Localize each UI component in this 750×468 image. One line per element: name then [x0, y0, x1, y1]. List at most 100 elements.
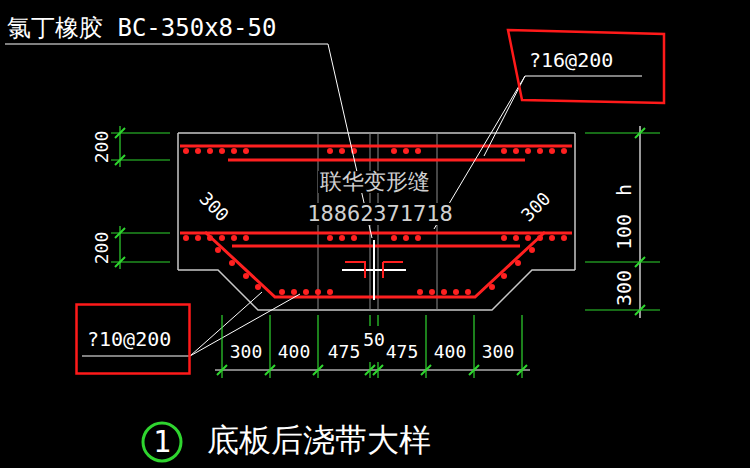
dimension-text: 200	[93, 129, 111, 166]
rebar-dot	[279, 289, 285, 295]
rebar-spec: ?16@200	[529, 50, 613, 70]
outline-shape	[508, 30, 664, 103]
dimension-tick	[217, 365, 527, 375]
rebar-dot	[327, 235, 333, 241]
rebar-line	[180, 145, 572, 148]
dimension-tick	[115, 128, 125, 267]
rebar-callout-box: ?10@200	[75, 303, 191, 375]
rebar-dot	[219, 148, 225, 154]
dimension-text: 300	[195, 188, 234, 227]
rebar-dot	[183, 235, 189, 241]
rebar-dot	[195, 148, 201, 154]
rebar-dot	[339, 235, 345, 241]
slab-outline	[178, 133, 575, 310]
rebar-dot	[489, 284, 495, 290]
rebar-dot	[513, 235, 519, 241]
dimension-text: 300	[517, 188, 556, 227]
rebar-dot	[561, 148, 567, 154]
outline-shape	[77, 305, 190, 374]
rebar-dot	[207, 148, 213, 154]
rebar-dot	[351, 235, 357, 241]
rebar-dot	[537, 148, 543, 154]
rebar-dot	[453, 289, 459, 295]
rebar-dot	[327, 148, 333, 154]
rebar-dot	[391, 148, 397, 154]
rebar-dot	[417, 289, 423, 295]
dimension-text: 300	[228, 343, 265, 361]
rebar-dot	[465, 289, 471, 295]
rebar-dot	[525, 148, 531, 154]
rebar-dot	[525, 235, 531, 241]
rebar-dot	[415, 148, 421, 154]
material-note: 氯丁橡胶 BC-350x8-50	[5, 16, 278, 40]
rebar-dot	[219, 235, 225, 241]
rebar-dot	[315, 289, 321, 295]
dimension-text: h	[614, 182, 634, 198]
rebar-dot	[229, 260, 235, 266]
dimension-text: 300	[480, 343, 517, 361]
dimension-text: 200	[93, 230, 111, 267]
rebar-dot	[549, 235, 555, 241]
dimension-lines	[110, 126, 660, 378]
dimension-text: 400	[276, 343, 313, 361]
outline-shape	[143, 423, 181, 461]
rebar-dot	[255, 284, 261, 290]
dimension-text: 100	[614, 212, 634, 252]
dimension-text: 475	[384, 343, 421, 361]
watermark: 18862371718	[305, 203, 455, 225]
rebar-line	[232, 245, 520, 248]
rebar-dot	[231, 235, 237, 241]
dimension-line	[215, 369, 530, 370]
rebar-callout-box: ?16@200	[505, 28, 667, 106]
rebar-dot	[243, 148, 249, 154]
rebar-spec: ?10@200	[87, 329, 171, 349]
detail-caption: 底板后浇带大样	[205, 424, 433, 456]
rebar-dot	[339, 148, 345, 154]
rebar-line	[180, 232, 572, 235]
watermark: 联华变形缝	[318, 171, 432, 193]
rebar	[180, 146, 572, 297]
rebar-dot	[195, 235, 201, 241]
rebar-dot	[501, 235, 507, 241]
dimension-text: 475	[326, 343, 363, 361]
leader-line	[82, 292, 300, 356]
rebar-line	[228, 159, 525, 162]
leader-line	[434, 76, 642, 229]
waterstop-line	[345, 262, 403, 278]
dimension-text: 300	[614, 268, 634, 308]
rebar-dot	[561, 235, 567, 241]
waterstop	[342, 240, 406, 300]
rebar-dot	[243, 273, 249, 279]
rebar-dot	[391, 235, 397, 241]
slab-edge	[178, 133, 575, 310]
leader-lines	[5, 44, 642, 356]
rebar-dot	[515, 260, 521, 266]
rebar-dot	[327, 289, 333, 295]
rebar-dot	[549, 148, 555, 154]
rebar-dot	[501, 273, 507, 279]
dimension-line	[639, 126, 640, 318]
rebar-dot	[303, 289, 309, 295]
extension-line	[110, 133, 170, 262]
dimension-line	[119, 126, 120, 269]
rebar-dot	[501, 148, 507, 154]
dimension-tick	[635, 128, 645, 315]
rebar-dot	[415, 235, 421, 241]
rebar-dot	[429, 289, 435, 295]
rebar-dot	[513, 148, 519, 154]
rebar-dot	[403, 235, 409, 241]
rebar-dot	[403, 148, 409, 154]
rebar-dot	[537, 235, 543, 241]
waterstop-line	[342, 269, 406, 271]
rebar-dot	[291, 289, 297, 295]
extension-line	[585, 133, 660, 310]
rebar-dot	[231, 148, 237, 154]
rebar-dot	[183, 148, 189, 154]
detail-number-circle: 1	[141, 421, 183, 463]
rebar-dot	[529, 247, 535, 253]
rebar-dot	[215, 247, 221, 253]
rebar-dot	[441, 289, 447, 295]
detail-number: 1	[153, 427, 171, 457]
